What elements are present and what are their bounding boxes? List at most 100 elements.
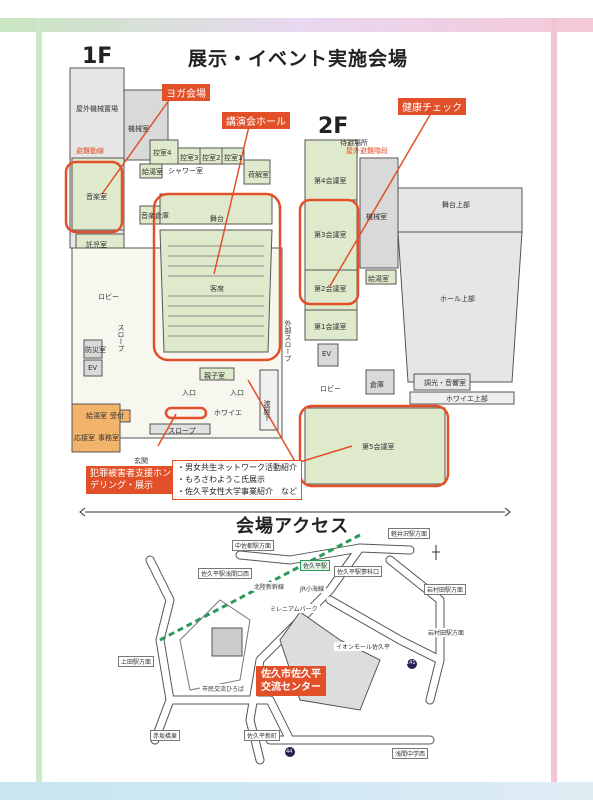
room-meeting5: 第5会議室 — [362, 443, 395, 451]
map-label-hokuriku: 北陸新幹線 — [252, 582, 287, 591]
map-label-akasaka: 赤坂橋東 — [150, 730, 181, 741]
map-label-nakasado: 中佐都駅方面 — [232, 540, 275, 551]
foyer-upper-area — [409, 391, 515, 405]
room-shower: シャワー室 — [168, 167, 203, 175]
room-front-door: 玄関 — [134, 457, 148, 465]
audience-area — [159, 229, 273, 353]
frame-top-band — [0, 18, 593, 32]
lecture-hall-highlight — [152, 192, 282, 362]
room-reception-room: 応接室 — [74, 434, 95, 442]
room-control3: 控室3 — [180, 154, 199, 162]
room-meeting4: 第4会議室 — [314, 177, 347, 185]
exhibits-line1: ・男女共生ネットワーク活動紹介 — [177, 463, 297, 472]
machine-room-2f — [359, 157, 399, 269]
room-kitchen-2f: 給湯室 — [368, 275, 389, 283]
room-lobby-2f: ロビー — [320, 385, 341, 393]
room-machine-1f: 機械室 — [128, 125, 149, 133]
callout-yoga: ヨガ会場 — [162, 84, 210, 101]
room-loading: 荷解室 — [248, 171, 269, 179]
map-label-sakudaira-station: 佐久平駅 — [300, 560, 331, 571]
floor2-plan — [304, 139, 523, 485]
yoga-highlight — [64, 160, 124, 234]
loading-room — [243, 159, 271, 185]
room-waiting-2f: 待避場所 — [340, 139, 368, 147]
frame-right-band — [551, 18, 557, 788]
room-reception: 受付 — [110, 412, 124, 420]
office-room — [71, 403, 121, 453]
room-office: 事務室 — [98, 434, 119, 442]
callout-lines — [101, 95, 435, 471]
ev-2f — [317, 343, 339, 367]
ev-1f — [83, 359, 103, 377]
route-44-label: 44 — [286, 749, 293, 755]
section-divider — [79, 507, 511, 517]
warehouse-2f — [365, 369, 395, 395]
room-meeting2: 第2会議室 — [314, 285, 347, 293]
room-hall-upper: ホール上部 — [440, 295, 475, 303]
access-title: 会場アクセス — [236, 516, 350, 537]
room-slope1: スロープ — [117, 324, 125, 352]
kitchen-1f — [139, 163, 163, 179]
slope2-path — [149, 423, 211, 435]
exhibits-line2: ・もろさわようこ氏展示 — [177, 475, 265, 484]
room-nursery: 託児室 — [86, 241, 107, 249]
room-music-storage: 音楽倉庫 — [141, 212, 169, 220]
room-parent-child: 親子室 — [204, 372, 225, 380]
room-slope2: スロープ — [168, 427, 196, 435]
map-label-sakudaira-east: 佐久平駅蓼科口 — [334, 566, 383, 577]
route44-marker — [285, 747, 295, 757]
room-light-sound: 調光・音響室 — [424, 379, 466, 387]
meeting1-room — [304, 309, 358, 341]
plaza-outline — [179, 599, 251, 691]
hall-upper-area — [397, 231, 523, 383]
map-label-asama-middle: 浅間中学西 — [392, 748, 429, 759]
room-ev-1f: EV — [88, 364, 98, 372]
page-title: 展示・イベント実施会場 — [188, 48, 409, 70]
room-kitchen-1f: 給湯室 — [142, 168, 163, 176]
room-outdoor-slope: 外部スロープ — [284, 320, 292, 362]
floor2-label: 2F — [318, 114, 349, 139]
route141-marker — [407, 659, 417, 669]
room-kitchen2-1f: 給湯室 — [86, 412, 107, 420]
room-music: 音楽室 — [86, 193, 107, 201]
room-corridor: 渡廊下 — [263, 400, 271, 421]
exhibits-note: ・男女共生ネットワーク活動紹介 ・もろさわようこ氏展示 ・佐久平女性大学事業紹介… — [172, 460, 302, 500]
stage-area — [159, 193, 273, 225]
stage-upper-area — [397, 187, 523, 233]
venue-label: 佐久市佐久平 交流センター — [256, 666, 326, 696]
room-entrance-right: 入口 — [230, 389, 244, 397]
map-label-iwamurada: 岩村田駅方面 — [424, 584, 467, 595]
map-label-iwamurada-2: 岩村田駅方面 — [426, 628, 467, 637]
exhibits-line3: ・佐久平女性大学事業紹介 など — [177, 487, 297, 496]
map-label-karuizawa: 軽井沢駅方面 — [388, 528, 431, 539]
reception-desk — [119, 409, 131, 423]
parent-child-room — [199, 367, 235, 381]
light-sound-room — [413, 373, 471, 391]
floor1-plan — [69, 67, 283, 453]
room-meeting3: 第3会議室 — [314, 231, 347, 239]
callout-lecture: 講演会ホール — [222, 112, 290, 129]
callout-health: 健康チェック — [398, 98, 466, 115]
control1-room — [221, 147, 245, 165]
control4-room — [149, 139, 179, 165]
map-label-koumi: JR小海線 — [298, 584, 326, 593]
meeting5-room — [304, 407, 446, 485]
map-label-millennium: ミレニアムパーク — [268, 604, 320, 613]
room-control1: 控室1 — [224, 154, 243, 162]
support-note-line2: デリング・展示 — [90, 481, 154, 491]
support-note: 犯罪被害者支援ホン デリング・展示 — [86, 466, 176, 494]
frame-bottom-band — [0, 782, 593, 800]
room-stage-upper: 舞台上部 — [442, 201, 470, 209]
venue-label-line2: 交流センター — [261, 682, 321, 693]
map-label-saku-shinmachi: 佐久平新町 — [244, 730, 281, 741]
meeting5-highlight — [298, 404, 450, 488]
frame-left-band — [36, 18, 42, 788]
room-machine-2f: 機械室 — [366, 213, 387, 221]
room-control4: 控室4 — [153, 149, 172, 157]
map-label-ueda: 上田駅方面 — [118, 656, 155, 667]
map-label-plaza: 市民交流ひろば — [200, 684, 247, 693]
room-disaster: 防災室 — [85, 346, 106, 354]
room-exit-route-1f: 避難動線 — [76, 147, 104, 155]
floor1-label: 1F — [82, 44, 113, 69]
